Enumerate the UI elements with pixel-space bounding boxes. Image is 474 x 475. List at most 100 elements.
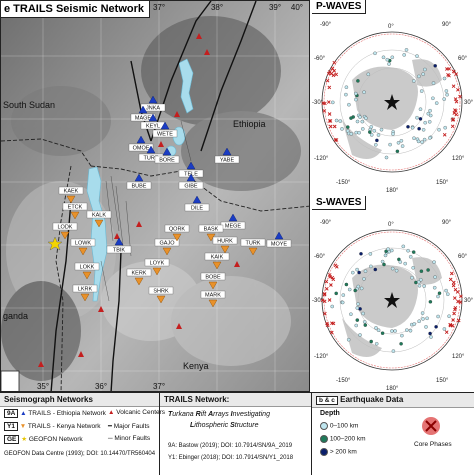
lon-tick: 36° [95, 382, 107, 391]
event-point [344, 92, 348, 97]
station-inverted-triangle-icon[interactable] [208, 281, 218, 290]
legend-minor-faults: ─ Minor Faults [108, 435, 151, 442]
station-inverted-triangle-icon[interactable] [152, 267, 162, 276]
map-panel[interactable]: 35° 36° 37° 38° 39° 40° 35° 36° 37° Sout… [0, 0, 310, 392]
station-inverted-triangle-icon[interactable] [60, 231, 70, 240]
event-point [402, 53, 406, 57]
event-point [426, 268, 430, 272]
core-phase-mark [330, 321, 334, 326]
station-triangle-icon[interactable] [192, 195, 202, 204]
station-triangle-icon[interactable] [162, 147, 172, 156]
event-point [388, 142, 392, 147]
event-point [412, 79, 416, 83]
event-point [422, 137, 427, 142]
legend-seismograph: Seismograph Networks 9A ▲ TRAILS - Ethio… [0, 393, 165, 475]
event-point [391, 132, 395, 136]
station-inverted-triangle-icon[interactable] [162, 247, 172, 256]
event-point [423, 120, 427, 125]
station-inverted-triangle-icon[interactable] [172, 233, 182, 242]
event-point [391, 349, 396, 353]
event-point [359, 286, 364, 291]
station-triangle-icon[interactable] [114, 237, 124, 246]
event-point [393, 329, 397, 333]
core-phase-mark [328, 119, 333, 123]
station-label: ETCK [68, 205, 83, 211]
station-triangle-icon[interactable] [274, 231, 284, 240]
event-point [394, 268, 399, 273]
ring-label: 180° [386, 386, 399, 392]
station-label-box [128, 143, 154, 152]
stations-ethiopia: JNKAMAGEKEYLWETEOMOETUREBORETELEGIBEYABE… [106, 95, 292, 254]
station-inverted-triangle-icon[interactable] [80, 293, 90, 302]
minor-fault-line-icon: ─ [108, 435, 113, 442]
station-label: YABE [220, 158, 235, 164]
station-inverted-triangle-icon[interactable] [70, 211, 80, 220]
event-point [445, 92, 449, 97]
core-phase-mark [322, 299, 327, 304]
station-triangle-icon[interactable] [148, 95, 158, 104]
station-inverted-triangle-icon[interactable] [82, 271, 92, 280]
network-tag: Y1 [4, 422, 18, 431]
event-point [403, 261, 407, 266]
event-point [429, 335, 433, 339]
core-phase-mark [454, 112, 459, 117]
core-phase-mark [324, 279, 329, 284]
core-phase-mark [331, 73, 336, 78]
s-waves-title: S-WAVES [312, 196, 367, 210]
s-array-star [384, 292, 400, 308]
station-label: MEGE [225, 224, 242, 230]
event-point [373, 51, 377, 56]
core-phase-mark [448, 277, 453, 282]
event-point [437, 127, 441, 132]
core-phase-mark [324, 286, 329, 291]
station-triangle-icon[interactable] [134, 173, 144, 182]
event-point [376, 133, 381, 137]
ring-label: 150° [436, 180, 449, 186]
legend-volcanic: ▲ Volcanic Centers [108, 409, 166, 416]
core-phase-mark [322, 109, 327, 113]
event-point [356, 302, 360, 306]
lon-tick: 38° [211, 3, 223, 12]
station-inverted-triangle-icon[interactable] [66, 195, 76, 204]
legend-row-9a: 9A ▲ TRAILS - Ethiopia Network [4, 409, 106, 418]
station-inverted-triangle-icon[interactable] [78, 247, 88, 256]
p-waves-panel[interactable]: -90° 90° -60° 60° -30° 30° 0° -120° 120°… [312, 0, 474, 196]
core-phase-mark [447, 66, 451, 71]
ring-label: 120° [452, 156, 465, 162]
station-triangle-icon[interactable] [222, 147, 232, 156]
station-inverted-triangle-icon[interactable] [208, 299, 218, 308]
station-triangle-icon[interactable] [136, 135, 146, 144]
station-inverted-triangle-icon[interactable] [212, 261, 222, 270]
ring-label: -60° [314, 254, 326, 260]
station-triangle-icon[interactable] [138, 105, 148, 114]
station-triangle-icon[interactable] [186, 161, 196, 170]
station-inverted-triangle-icon[interactable] [134, 277, 144, 286]
station-inverted-triangle-icon[interactable] [220, 245, 230, 254]
event-point [418, 117, 423, 121]
geofon-station-star[interactable] [47, 236, 63, 251]
station-inverted-triangle-icon[interactable] [94, 219, 104, 228]
station-inverted-triangle-icon[interactable] [156, 295, 166, 304]
station-label: OMOE [133, 146, 150, 152]
core-phase-mark [453, 287, 458, 292]
station-triangle-icon[interactable] [146, 145, 156, 154]
event-point [354, 97, 358, 102]
s-waves-panel[interactable]: -90° 90° -60° 60° -30° 30° 0° -120° 120°… [312, 196, 474, 392]
event-point [356, 284, 360, 289]
station-triangle-icon[interactable] [228, 213, 238, 222]
event-point [442, 76, 447, 81]
event-point [410, 275, 414, 280]
legend-seismograph-header: Seismograph Networks [0, 393, 159, 407]
legend: Seismograph Networks 9A ▲ TRAILS - Ethio… [0, 392, 474, 475]
station-label: TURK [246, 241, 261, 247]
event-point [354, 323, 358, 328]
station-inverted-triangle-icon[interactable] [248, 247, 258, 256]
event-point [426, 111, 431, 116]
station-label-box [204, 252, 230, 261]
station-label: MOYE [271, 242, 288, 248]
event-point [360, 119, 365, 124]
station-triangle-icon[interactable] [186, 173, 196, 182]
station-triangle-icon[interactable] [160, 121, 170, 130]
station-label-box [152, 129, 178, 138]
station-triangle-icon[interactable] [148, 113, 158, 122]
